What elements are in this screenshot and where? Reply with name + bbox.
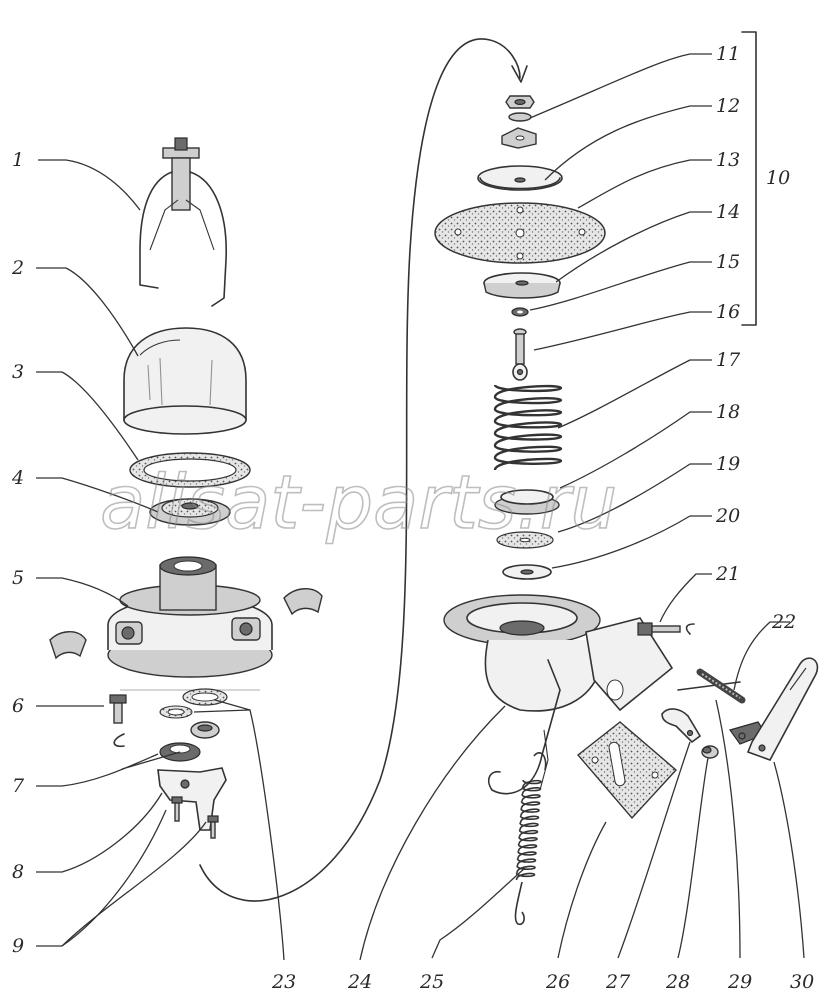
callout-14: 14 (716, 201, 740, 223)
part-12-plate (501, 127, 537, 149)
part-5-pump-head (49, 556, 323, 691)
spring2-group-coil (515, 779, 542, 881)
callout-9: 9 (12, 935, 24, 957)
part-21-bolt (637, 622, 695, 636)
part-24-pump-body (443, 594, 674, 795)
part-2-glass-bowl (123, 327, 247, 435)
watermark-text: alisat-parts.ru (100, 460, 617, 546)
part-19-seat (494, 489, 560, 515)
callout-11: 11 (716, 43, 740, 65)
part-20-felt-washer (496, 531, 554, 549)
callout-13: 13 (716, 149, 740, 171)
callout-2: 2 (11, 257, 24, 279)
callout-24: 24 (347, 971, 372, 993)
part-23-gaskets (159, 688, 228, 719)
callout-21: 21 (715, 563, 740, 585)
leader-lines (36, 53, 805, 961)
callout-19: 19 (716, 453, 740, 475)
callout-1: 1 (12, 149, 24, 171)
part-8-bracket-plate (157, 767, 227, 831)
part-25-return-spring (514, 752, 547, 926)
callout-29: 29 (727, 971, 752, 993)
callout-26: 26 (545, 971, 570, 993)
part-16-washer (511, 307, 529, 317)
part-1-wire-bail (139, 137, 227, 307)
part-26-gasket-plate (576, 721, 678, 820)
part-6-screw (109, 694, 127, 748)
callout-8: 8 (12, 861, 24, 883)
part-11-nut (505, 95, 535, 122)
part-14-diaphragm (434, 202, 606, 264)
callout-22: 22 (771, 611, 796, 633)
part-13-cup (477, 165, 563, 191)
part-20-small-cup (502, 564, 552, 580)
callout-6: 6 (12, 695, 24, 717)
callout-15: 15 (716, 251, 740, 273)
callout-4: 4 (11, 467, 24, 489)
arrow-head (511, 65, 528, 83)
callout-3: 3 (12, 361, 24, 383)
assembly-direction-arrow (199, 38, 521, 902)
part-9-screws (171, 796, 219, 839)
callout-30: 30 (790, 971, 814, 993)
callout-23: 23 (271, 971, 296, 993)
callout-27: 27 (605, 971, 631, 993)
spring-group-coil (493, 383, 563, 471)
part-15-lower-cup (483, 272, 561, 299)
callout-20: 20 (715, 505, 740, 527)
callout-numbers: 1 2 3 4 5 6 7 8 9 10 11 12 13 14 15 16 1… (11, 43, 814, 993)
part-18-spring (493, 383, 563, 471)
callout-28: 28 (665, 971, 690, 993)
callout-17: 17 (716, 349, 741, 371)
callout-25: 25 (419, 971, 444, 993)
part-4-filter-screen (149, 498, 231, 526)
part-27-small-lever (661, 708, 702, 744)
part-28-bushing (701, 745, 719, 759)
spring-hook (514, 752, 547, 926)
part-22-shaft (677, 668, 746, 704)
callout-16: 16 (716, 301, 740, 323)
callout-18: 18 (716, 401, 740, 423)
callout-10: 10 (766, 167, 790, 189)
callout-7: 7 (12, 775, 25, 797)
part-30-hand-lever (738, 657, 819, 761)
callout-5: 5 (12, 567, 24, 589)
callout-12: 12 (716, 95, 740, 117)
part-17-pull-rod (512, 328, 528, 381)
part-3-gasket (129, 452, 251, 488)
group-10-bracket (741, 31, 757, 326)
